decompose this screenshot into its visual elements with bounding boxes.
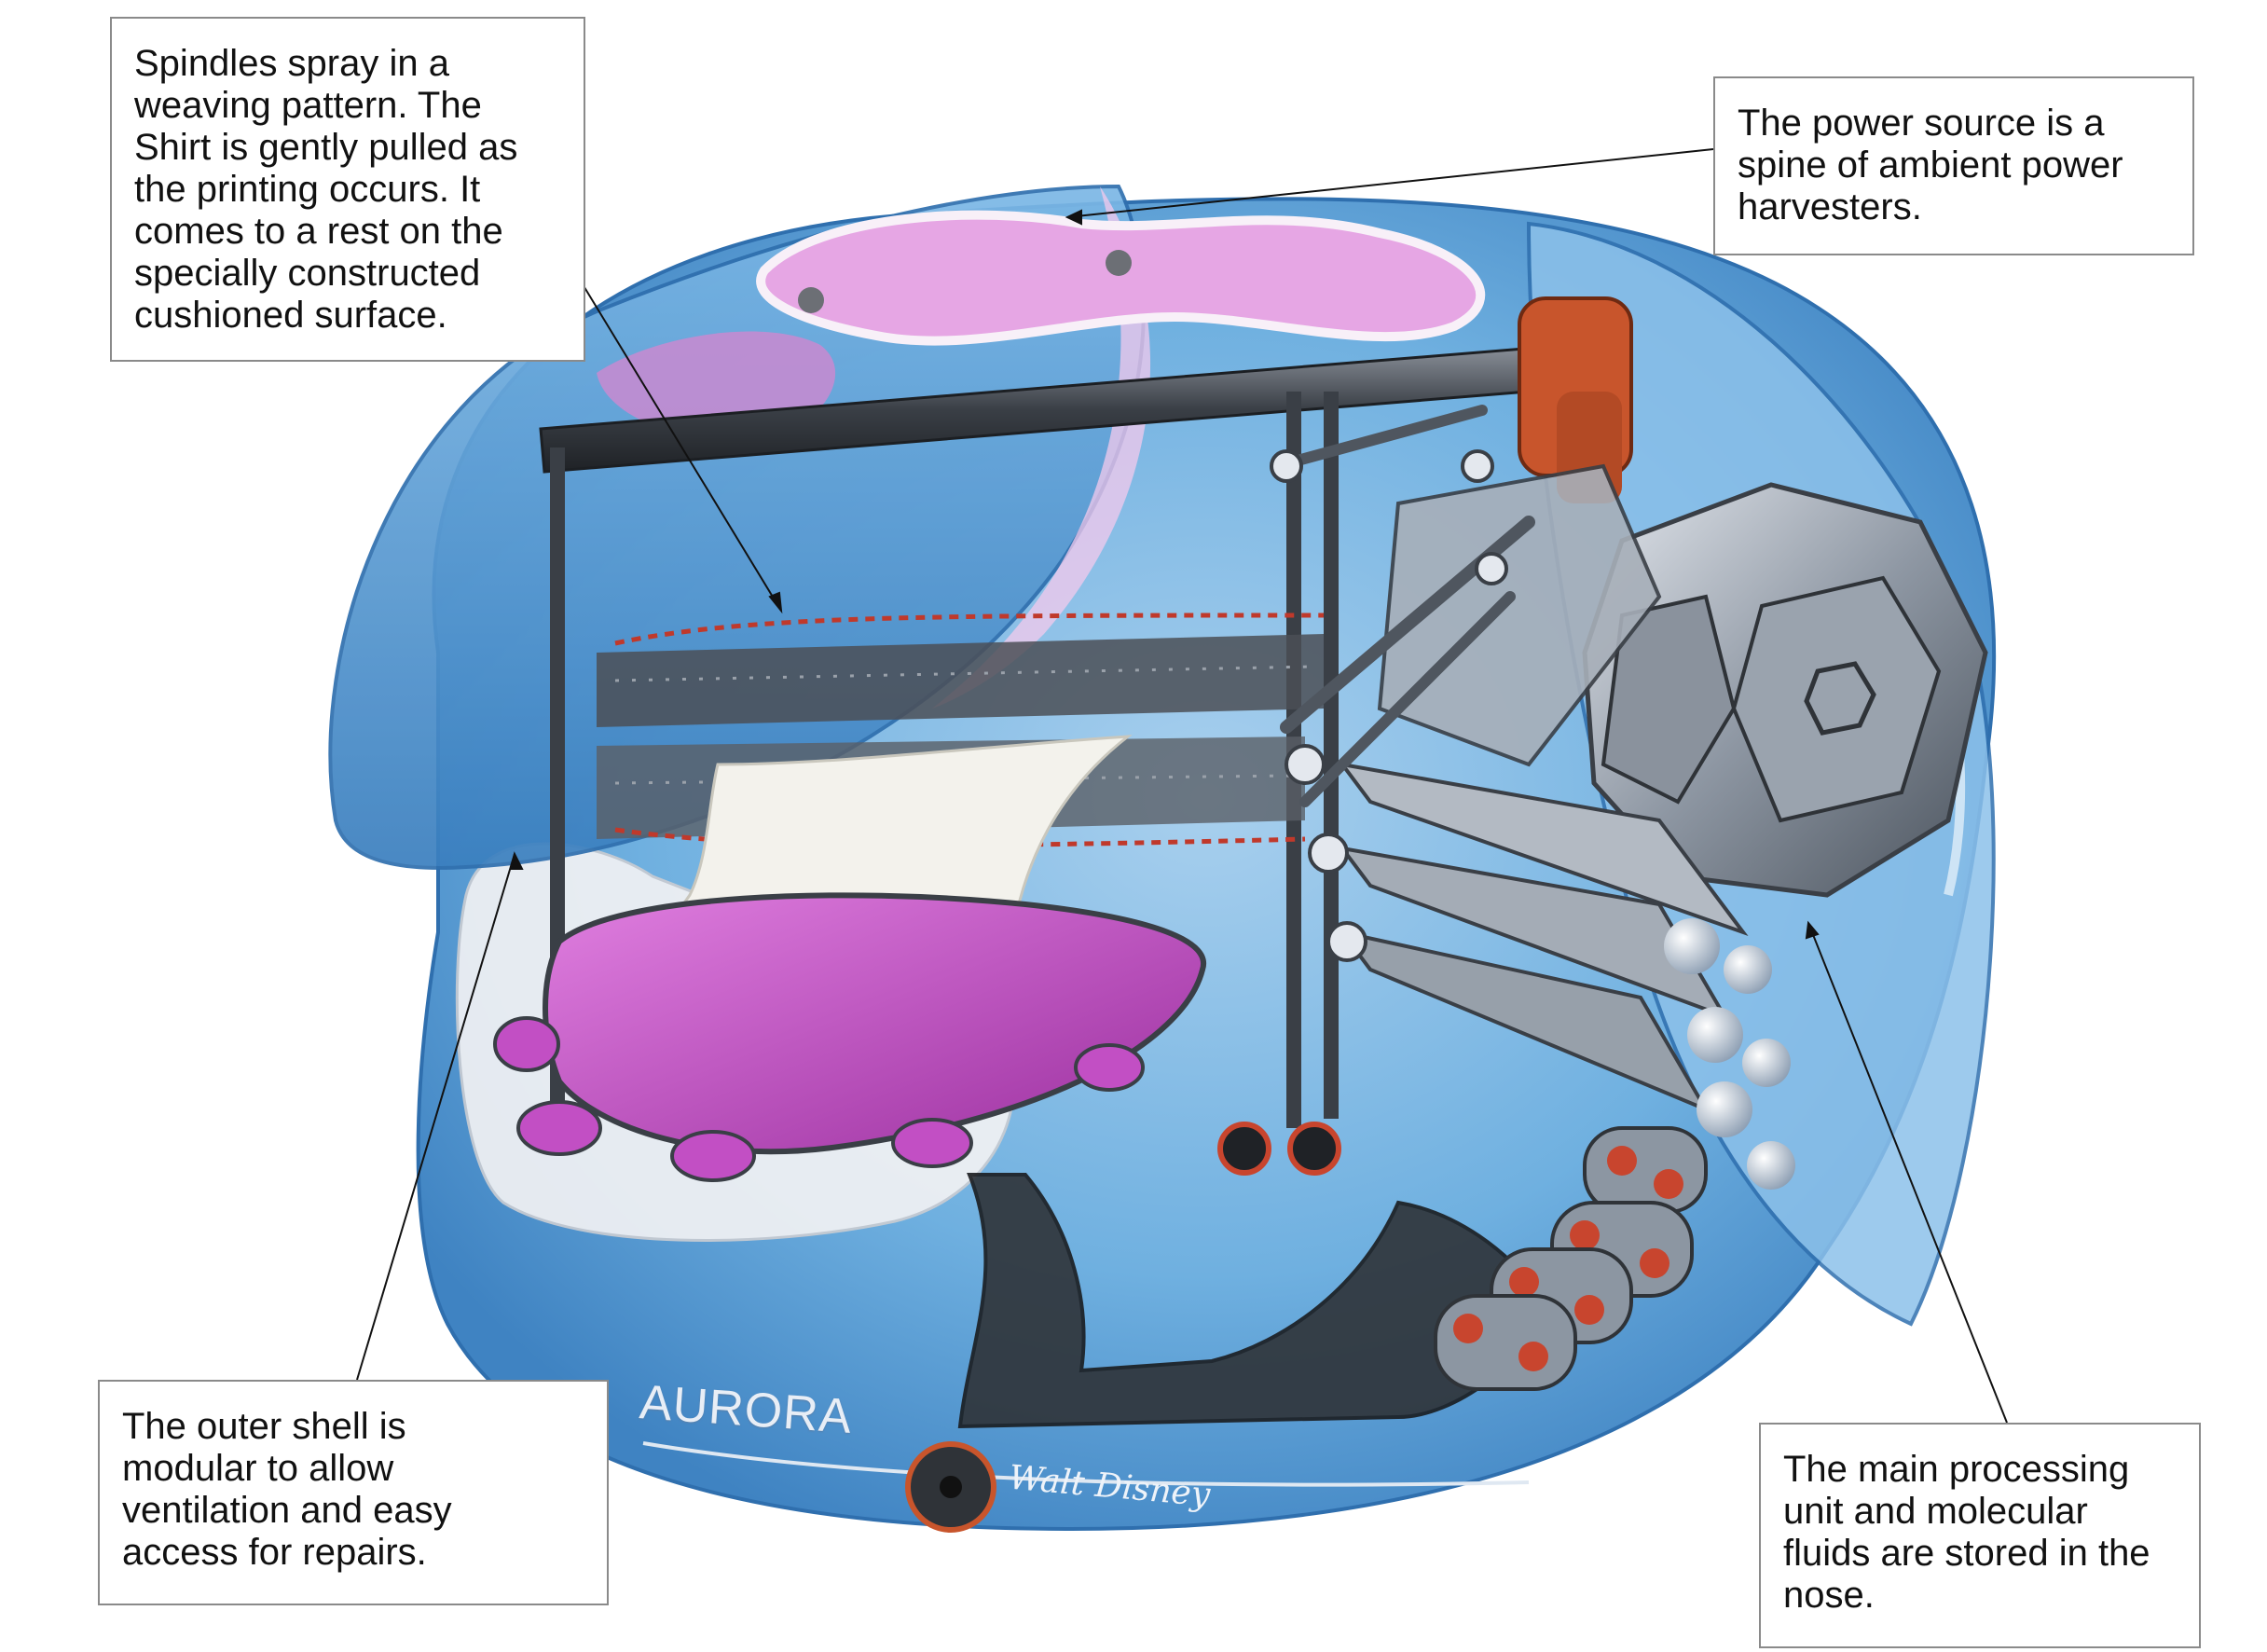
leader-spindles xyxy=(579,279,782,612)
callout-spindles: Spindles spray in a weaving pattern. The… xyxy=(110,17,585,362)
callout-power-source: The power source is a spine of ambient p… xyxy=(1713,76,2194,255)
arrowhead-shell xyxy=(509,851,524,870)
arrowhead-power xyxy=(1065,209,1082,226)
processing-unit xyxy=(1377,463,1988,898)
arrowhead-spindles xyxy=(768,591,783,614)
callout-processing-unit: The main processing unit and molecular f… xyxy=(1759,1423,2201,1648)
leader-shell xyxy=(356,853,515,1381)
power-spheres xyxy=(1664,918,1795,1190)
callout-outer-shell: The outer shell is modular to allow vent… xyxy=(98,1380,609,1605)
base-stand xyxy=(905,1122,1550,1533)
leader-power xyxy=(1066,148,1714,218)
leader-processing xyxy=(1807,922,2008,1424)
fluid-canisters xyxy=(1434,1126,1708,1391)
leader-lines xyxy=(356,148,2008,1424)
arrowhead-processing xyxy=(1805,920,1820,940)
cushion-surface xyxy=(493,892,1207,1182)
